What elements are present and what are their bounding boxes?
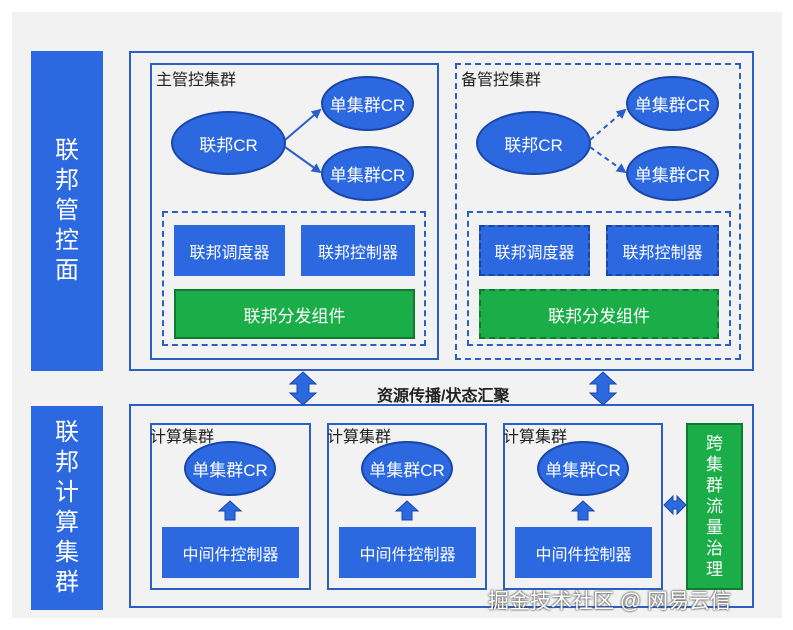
primary-federation-cr: 联邦CR xyxy=(171,111,286,175)
primary-scheduler: 联邦调度器 xyxy=(174,225,285,276)
compute-cluster-1-cr: 单集群CR xyxy=(184,441,276,496)
standby-arrow-1 xyxy=(589,108,627,141)
watermark: 掘金技术社区 @ 网易云信 xyxy=(488,590,731,613)
standby-dispatcher: 联邦分发组件 xyxy=(479,289,719,339)
federation-compute-clusters-label: 联邦计算集群 xyxy=(31,406,103,610)
standby-components-group xyxy=(467,211,731,346)
primary-cluster-title: 主管控集群 xyxy=(156,72,237,89)
compute-cluster-3-title: 计算集群 xyxy=(503,429,568,446)
compute-cluster-2-cr: 单集群CR xyxy=(361,441,453,496)
compute-cluster-3-middleware: 中间件控制器 xyxy=(515,527,652,578)
standby-member-cr-2: 单集群CR xyxy=(626,146,719,201)
standby-controller: 联邦控制器 xyxy=(606,225,719,276)
compute-cluster-1-middleware: 中间件控制器 xyxy=(162,527,299,578)
cross-cluster-traffic-governance: 跨集群流量治理 xyxy=(686,423,743,590)
standby-federation-cr: 联邦CR xyxy=(476,111,591,175)
primary-controller: 联邦控制器 xyxy=(301,225,415,276)
compute-cluster-2-middleware: 中间件控制器 xyxy=(339,527,476,578)
primary-member-cr-1: 单集群CR xyxy=(321,76,414,131)
primary-components-group xyxy=(162,211,426,346)
standby-cluster-title: 备管控集群 xyxy=(461,72,542,89)
up-arrow-1 xyxy=(217,500,243,521)
double-arrow-horizontal xyxy=(663,494,687,516)
compute-cluster-3-cr: 单集群CR xyxy=(537,441,629,496)
up-arrow-3 xyxy=(570,500,596,521)
primary-arrow-2 xyxy=(284,146,322,174)
primary-dispatcher: 联邦分发组件 xyxy=(174,289,415,339)
compute-cluster-2-title: 计算集群 xyxy=(327,429,392,446)
standby-scheduler: 联邦调度器 xyxy=(479,225,590,276)
up-arrow-2 xyxy=(394,500,420,521)
standby-arrow-2 xyxy=(589,146,627,174)
propagation-label: 资源传播/状态汇聚 xyxy=(377,388,510,405)
primary-member-cr-2: 单集群CR xyxy=(321,146,414,201)
primary-arrow-1 xyxy=(284,108,322,141)
standby-member-cr-1: 单集群CR xyxy=(626,76,719,131)
compute-cluster-1-title: 计算集群 xyxy=(150,429,215,446)
double-arrow-right xyxy=(588,371,618,406)
double-arrow-left xyxy=(288,371,318,406)
federation-control-plane-label: 联邦管控面 xyxy=(31,51,103,371)
